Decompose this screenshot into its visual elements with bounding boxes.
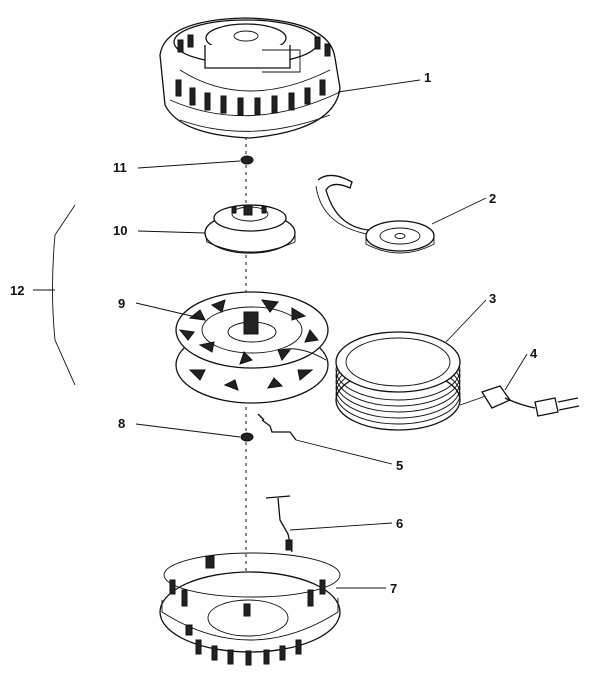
top-housing-cover — [159, 17, 341, 139]
callout-9: 9 — [118, 296, 125, 311]
assembly-group-bracket — [52, 204, 76, 386]
callout-2: 2 — [489, 191, 496, 206]
base-housing — [159, 552, 341, 666]
callout-7: 7 — [390, 581, 397, 596]
callout-11: 11 — [113, 160, 127, 175]
leader-8 — [135, 423, 241, 438]
leader-6 — [289, 522, 393, 531]
coil-spring — [315, 174, 435, 254]
callout-8: 8 — [118, 416, 125, 431]
cord-reel — [175, 291, 329, 404]
power-plug — [481, 385, 580, 417]
leader-1 — [337, 79, 421, 93]
contact-bracket — [257, 413, 297, 441]
small-washer-upper — [240, 155, 254, 165]
callout-5: 5 — [396, 458, 403, 473]
callout-10: 10 — [113, 223, 127, 238]
hub-disc — [204, 204, 296, 254]
leader-10 — [137, 230, 206, 234]
leader-11 — [137, 160, 241, 169]
leader-4 — [504, 353, 528, 391]
power-cord-coil — [279, 331, 489, 431]
leader-9 — [135, 302, 201, 319]
callout-12: 12 — [10, 283, 24, 298]
callout-6: 6 — [396, 516, 403, 531]
leader-5 — [295, 439, 393, 465]
leader-3 — [445, 299, 487, 343]
small-washer-lower — [240, 432, 254, 442]
contact-wire — [265, 495, 293, 553]
leader-2 — [431, 197, 487, 225]
callout-4: 4 — [530, 346, 538, 361]
callout-1: 1 — [424, 70, 431, 85]
callout-3: 3 — [489, 291, 496, 306]
